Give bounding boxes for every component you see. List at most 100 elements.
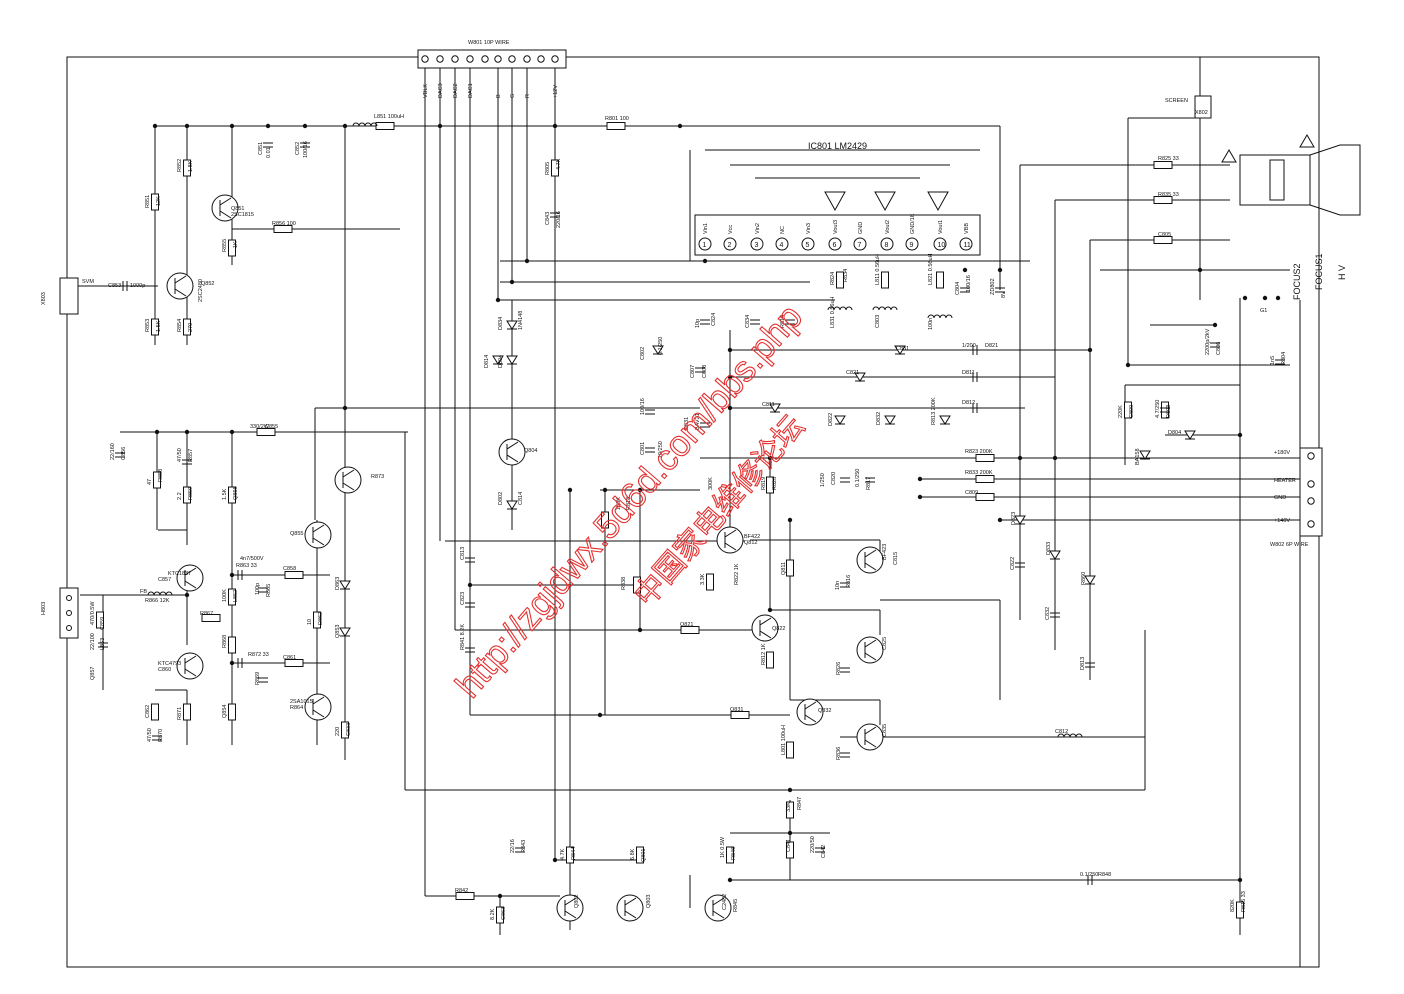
component-label: R816 [846, 575, 852, 588]
diode [834, 415, 846, 425]
junction-dot [1237, 877, 1243, 883]
component-label: R823 200K [965, 449, 993, 455]
transistor-collector [506, 441, 519, 450]
resistor [284, 571, 304, 579]
connector-pin [494, 55, 502, 63]
transistor [304, 693, 332, 721]
component-label: Q853 [335, 625, 341, 638]
transistor-collector [312, 696, 325, 705]
component-label: R812 1K [761, 643, 767, 665]
junction-dot [917, 494, 923, 500]
connector-h803: H803 [41, 587, 79, 639]
junction-dot [467, 582, 473, 588]
diode [854, 372, 866, 382]
component-label: 22/160 [110, 443, 116, 460]
component-label: R842 [455, 888, 468, 894]
component-label: 4.7K [556, 158, 562, 170]
component-label: Q832 [818, 708, 831, 714]
component-label: R865 [266, 584, 272, 597]
diode [939, 415, 951, 425]
junction-dot [997, 517, 1003, 523]
component-label: R866 12K [145, 598, 170, 604]
hv-label: H V [1337, 265, 1347, 280]
connector-pin [481, 55, 489, 63]
component-label: 1.5K [156, 320, 162, 332]
resistor [341, 721, 349, 739]
component-label: C814 [518, 492, 524, 505]
component-label: C841 [786, 839, 792, 852]
transistor-emitter [342, 482, 355, 491]
component-label: C852 [295, 142, 301, 155]
component-label: L831 0.56uH [830, 296, 836, 328]
transistor-emitter [184, 580, 197, 589]
component-label: C823 [460, 592, 466, 605]
component-label: 220K [1118, 405, 1124, 418]
resistor [183, 318, 191, 336]
diode [506, 355, 518, 365]
resistor [228, 703, 236, 721]
component-label: 100p [255, 583, 261, 595]
component-label: Q803 [646, 895, 652, 908]
component-label: C860 [158, 667, 171, 673]
component-label: 0.1/250 [855, 469, 861, 487]
component-label: 2.2 [177, 492, 183, 500]
component-label: D802 [498, 492, 504, 505]
junction-dot [1197, 267, 1203, 273]
component-label: C825 [882, 637, 888, 650]
component-label: Q831 [730, 707, 743, 713]
component-label: 330/2W [250, 424, 270, 430]
component-label: R834 [843, 269, 849, 282]
transistor-collector [174, 275, 187, 284]
component-label: Q812 [744, 540, 757, 546]
component-label: 470/0.5W [90, 601, 96, 625]
component-label: 2SC2480 [198, 279, 204, 302]
transistor [856, 636, 884, 664]
ic-pin [828, 237, 842, 251]
connector-pin [1307, 480, 1315, 488]
component-label: KTC4793 [158, 661, 181, 667]
resistor [1153, 196, 1173, 204]
warning-triangle-icon [1299, 134, 1315, 148]
component-label: 10n [835, 581, 841, 590]
transistor-emitter [624, 910, 637, 919]
resistor [606, 122, 626, 130]
junction-dot [1212, 322, 1218, 328]
resistor [680, 626, 700, 634]
resistor [96, 611, 104, 629]
resistor [201, 614, 221, 622]
component-label: 220/16 [556, 211, 562, 228]
diode [339, 580, 351, 590]
resistor [1124, 401, 1132, 419]
component-label: 33K [786, 802, 792, 812]
component-label: R852 [177, 159, 183, 172]
component-label: C808 [702, 365, 708, 378]
diode [492, 355, 504, 365]
ic801-title: IC801 LM2429 [808, 141, 867, 151]
junction-dot [567, 487, 573, 493]
connector-pin-label: GND [1274, 495, 1286, 501]
diode [769, 403, 781, 413]
component-label: 0.1/250 [658, 337, 664, 355]
component-label: 1n5 [1270, 356, 1276, 365]
connector-pin [551, 55, 559, 63]
transistor-collector [864, 549, 877, 558]
junction-dot [702, 258, 708, 264]
transistor-collector [804, 701, 817, 710]
ic-pin-number: 10 [938, 242, 946, 249]
junction-dot [509, 279, 515, 285]
component-label: R843 [521, 840, 527, 853]
ic-pin [933, 237, 947, 251]
component-label: C832 [1045, 607, 1051, 620]
inductor [927, 314, 953, 319]
transistor-emitter [174, 288, 187, 297]
ic801: IC801 LM2429 1Vin12Vcc3Vin24NC5Vin36Vout… [694, 141, 981, 256]
component-label: 1K 0.5W [720, 836, 726, 858]
component-label: Q821 [680, 622, 693, 628]
component-label: D831 [684, 417, 690, 430]
component-label: C863 [501, 907, 507, 920]
diode [1014, 515, 1026, 525]
component-label: R856 100 [272, 221, 296, 227]
component-label: R870 [158, 729, 164, 742]
resistor [273, 225, 293, 233]
component-label: C806 [1216, 342, 1222, 355]
